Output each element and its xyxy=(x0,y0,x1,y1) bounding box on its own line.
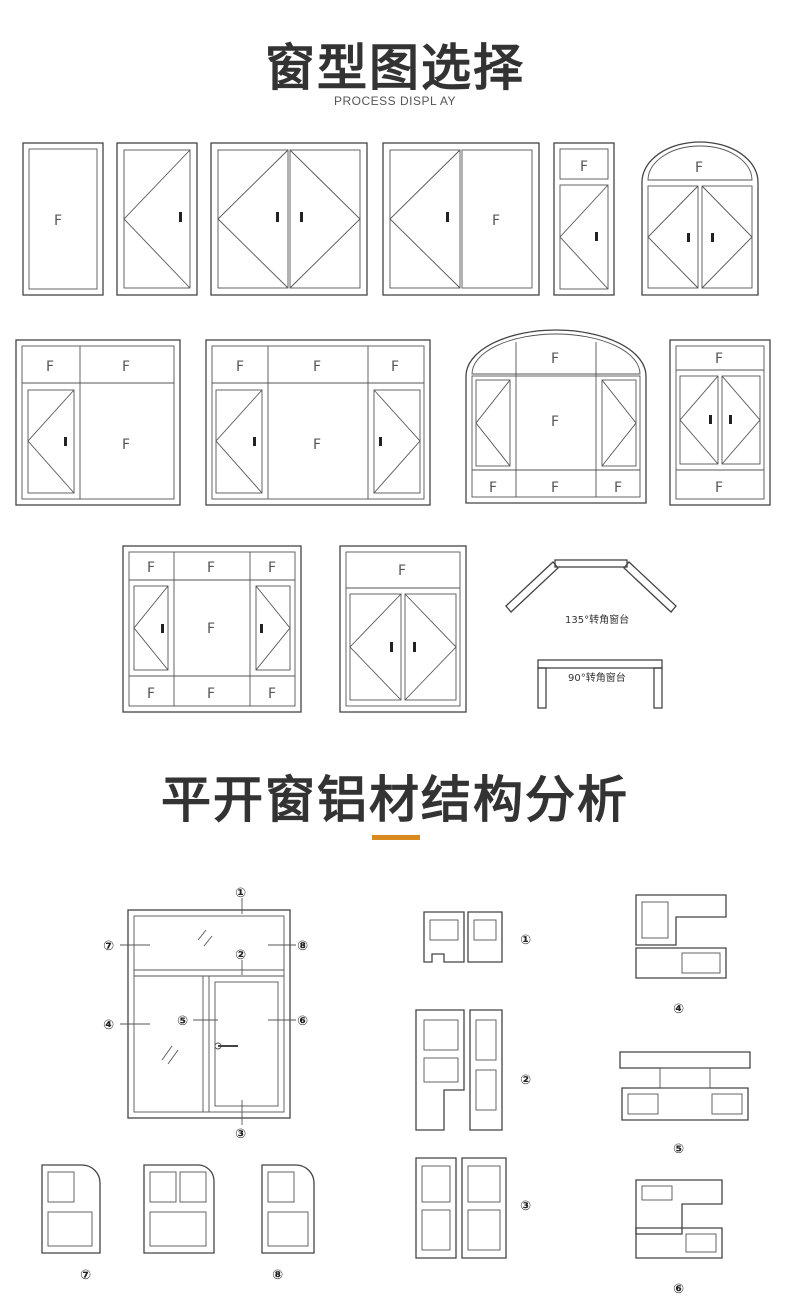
corner-135: 135°转角窗台 xyxy=(505,559,677,626)
callout: ② xyxy=(235,948,246,963)
profile-label: ⑦ xyxy=(80,1268,91,1283)
fixed-label: F xyxy=(551,480,559,496)
fixed-label: F xyxy=(551,351,559,367)
fixed-label: F xyxy=(147,686,155,702)
fixed-label: F xyxy=(391,359,399,375)
profile-label: ⑧ xyxy=(272,1268,283,1283)
window-type-3-double-casement xyxy=(210,142,368,296)
profile-3: ③ xyxy=(415,1157,531,1259)
window-type-2-casement xyxy=(116,142,198,296)
window-type-6-arched-double: F xyxy=(641,141,759,296)
callout: ⑤ xyxy=(177,1014,188,1029)
fixed-label: F xyxy=(46,359,54,375)
fixed-label: F xyxy=(122,359,130,375)
callout: ⑦ xyxy=(103,939,114,954)
profile-label: ⑥ xyxy=(673,1282,684,1297)
profile-7-8-middle xyxy=(143,1164,215,1254)
fixed-label: F xyxy=(122,437,130,453)
profile-4: ④ xyxy=(635,894,727,1017)
profile-6: ⑥ xyxy=(635,1179,723,1297)
fixed-label: F xyxy=(551,414,559,430)
window-type-11: F F F F F F F xyxy=(122,545,302,713)
fixed-label: F xyxy=(313,437,321,453)
fixed-label: F xyxy=(614,480,622,496)
profile-1: ① xyxy=(423,911,531,963)
corner-90: 90°转角窗台 xyxy=(537,659,663,709)
profile-7-left xyxy=(41,1164,101,1254)
callout: ⑧ xyxy=(297,939,308,954)
structure-window: ① ② ③ ④ ⑤ ⑥ ⑦ ⑧ xyxy=(103,886,308,1142)
window-type-10: F F xyxy=(669,339,771,506)
fixed-label: F xyxy=(236,359,244,375)
fixed-label: F xyxy=(398,563,406,579)
fixed-label: F xyxy=(695,160,703,176)
profile-2: ② xyxy=(415,1009,531,1131)
profile-label: ① xyxy=(520,933,531,948)
fixed-label: F xyxy=(207,560,215,576)
fixed-label: F xyxy=(54,213,62,229)
profile-label: ④ xyxy=(673,1002,684,1017)
callout: ⑥ xyxy=(297,1014,308,1029)
fixed-label: F xyxy=(715,351,723,367)
window-type-12: F xyxy=(339,545,467,713)
fixed-label: F xyxy=(207,686,215,702)
fixed-label: F xyxy=(268,686,276,702)
window-type-7: F F F xyxy=(15,339,181,506)
accent-bar xyxy=(372,835,420,840)
fixed-label: F xyxy=(207,621,215,637)
profile-label: ⑤ xyxy=(673,1142,684,1157)
fixed-label: F xyxy=(492,213,500,229)
profile-label: ③ xyxy=(520,1199,531,1214)
callout: ① xyxy=(235,886,246,901)
callout: ④ xyxy=(103,1018,114,1033)
section-title: 平开窗铝材结构分析 xyxy=(161,771,629,829)
window-type-4-casement-fixed: F xyxy=(382,142,540,296)
fixed-label: F xyxy=(715,480,723,496)
fixed-label: F xyxy=(268,560,276,576)
callout: ③ xyxy=(235,1127,246,1142)
window-type-9-arched: F F F F F xyxy=(465,329,647,504)
fixed-label: F xyxy=(147,560,155,576)
window-type-5-narrow-casement-transom: F xyxy=(553,142,615,296)
profile-5: ⑤ xyxy=(619,1051,751,1157)
fixed-label: F xyxy=(313,359,321,375)
profile-label: ② xyxy=(520,1073,531,1088)
profile-8-right xyxy=(261,1164,315,1254)
page-subtitle: PROCESS DISPL AY xyxy=(333,94,457,108)
fixed-label: F xyxy=(580,159,588,175)
window-type-1-fixed: F xyxy=(22,142,104,296)
corner-90-label: 90°转角窗台 xyxy=(568,671,626,684)
fixed-label: F xyxy=(489,480,497,496)
window-type-8: F F F F xyxy=(205,339,431,506)
page-title: 窗型图选择 xyxy=(265,39,525,97)
corner-135-label: 135°转角窗台 xyxy=(565,613,629,626)
